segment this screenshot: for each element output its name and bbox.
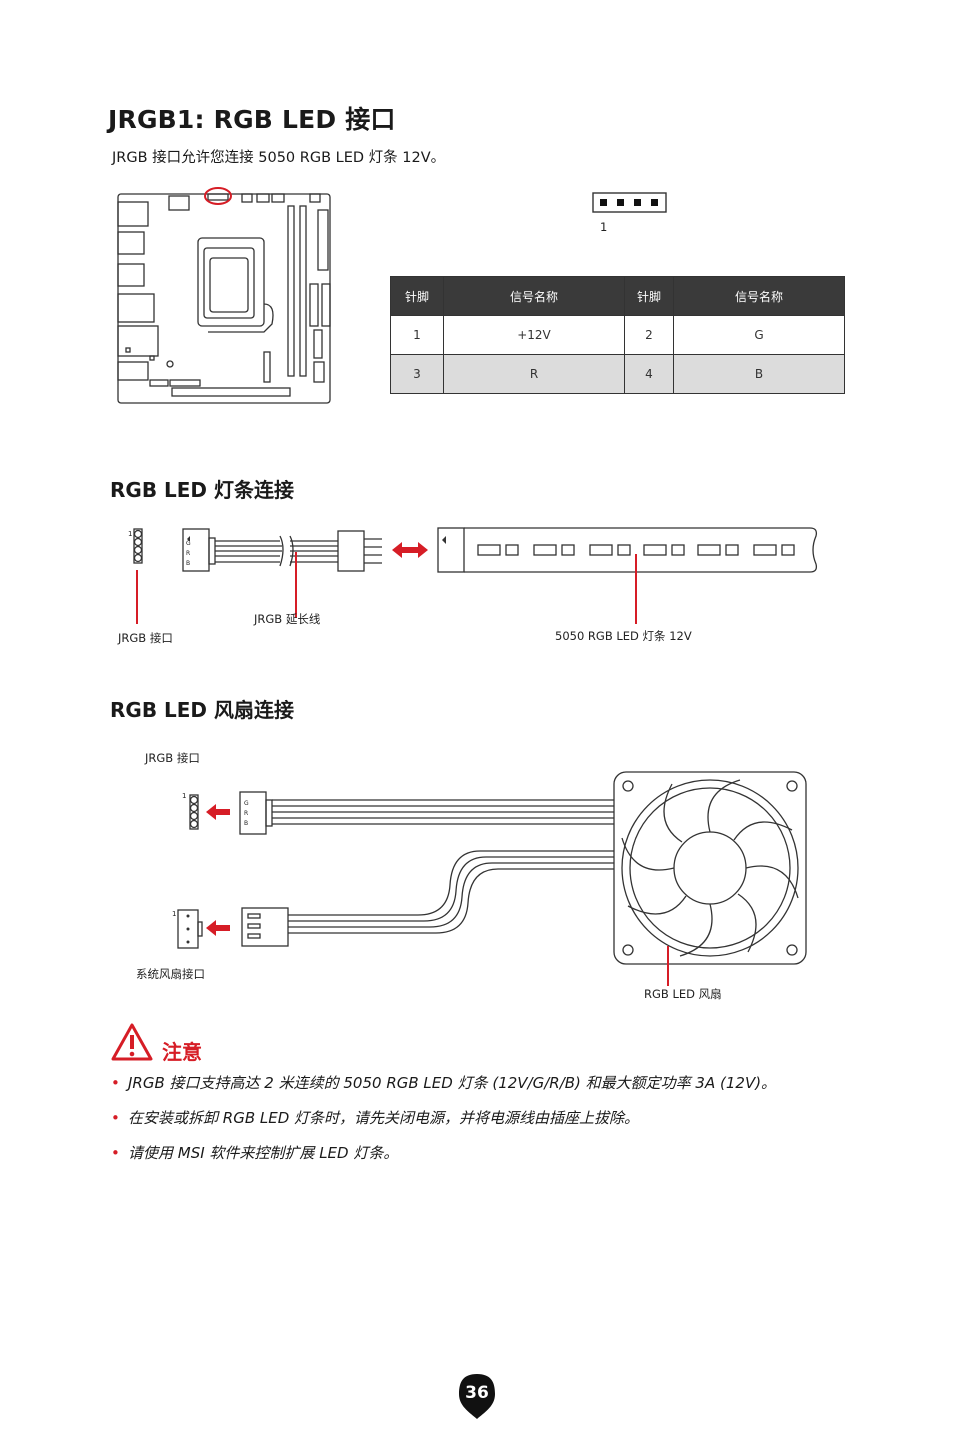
warning-text: 在安装或拆卸 RGB LED 灯条时，请先关闭电源，并将电源线由插座上拔除。 [128,1109,640,1127]
rgb-fan-label: RGB LED 风扇 [644,987,722,1001]
header-pin1-label: 1 [600,220,608,234]
table-cell: G [673,315,845,355]
intro-text: JRGB 接口允许您连接 5050 RGB LED 灯条 12V。 [112,150,446,166]
table-row: 1 +12V 2 G [390,315,845,355]
table-cell: 2 [624,315,674,355]
fan-grb-g: G [244,800,249,807]
list-item: •在安装或拆卸 RGB LED 灯条时，请先关闭电源，并将电源线由插座上拔除。 [111,1109,640,1127]
led-strip-label: 5050 RGB LED 灯条 12V [555,629,692,643]
jrgb-location-marker [204,187,232,205]
system-fan-label: 系统风扇接口 [136,967,205,981]
pin-table: 针脚 信号名称 针脚 信号名称 1 +12V 2 G 3 R 4 B [390,276,845,394]
fan-jrgb-label: JRGB 接口 [145,751,200,765]
col-signal-1: 信号名称 [443,276,625,316]
warning-list: •JRGB 接口支持高达 2 米连续的 5050 RGB LED 灯条 (12V… [110,1072,840,1177]
warning-text: JRGB 接口支持高达 2 米连续的 5050 RGB LED 灯条 (12V/… [128,1074,777,1092]
strip-grb-g: G [186,540,191,547]
warning-title: 注意 [162,1040,202,1064]
warning-icon [111,1023,153,1061]
col-pin-2: 针脚 [624,276,674,316]
motherboard-diagram [117,187,331,404]
table-cell: +12V [443,315,625,355]
col-signal-2: 信号名称 [673,276,845,316]
list-item: •JRGB 接口支持高达 2 米连续的 5050 RGB LED 灯条 (12V… [111,1074,777,1092]
col-pin-1: 针脚 [390,276,444,316]
fan-connection-diagram [177,771,807,986]
strip-jrgb-label: JRGB 接口 [118,631,173,645]
table-cell: R [443,354,625,394]
page-title: JRGB1: RGB LED 接口 [108,105,396,134]
strip-connection-diagram [133,527,818,624]
table-row: 3 R 4 B [390,354,845,394]
table-cell: 4 [624,354,674,394]
jrgb-header-icon [592,192,667,213]
extension-cable-label: JRGB 延长线 [254,612,321,626]
table-cell: B [673,354,845,394]
warning-text: 请使用 MSI 软件来控制扩展 LED 灯条。 [128,1144,399,1162]
fan-pin1-top: 1 [182,792,187,800]
strip-section-title: RGB LED 灯条连接 [110,478,294,502]
list-item: •请使用 MSI 软件来控制扩展 LED 灯条。 [111,1144,399,1162]
strip-pin1-label: 1 [128,530,133,538]
strip-grb-r: R [186,550,191,557]
fan-grb-r: R [244,810,249,817]
fan-grb-b: B [244,820,249,827]
page-number: 36 [465,1383,489,1403]
page-badge [459,1374,495,1419]
fan-pin1-bottom: 1 [172,910,177,918]
table-cell: 3 [390,354,444,394]
table-cell: 1 [390,315,444,355]
strip-grb-b: B [186,560,191,567]
fan-section-title: RGB LED 风扇连接 [110,698,294,722]
